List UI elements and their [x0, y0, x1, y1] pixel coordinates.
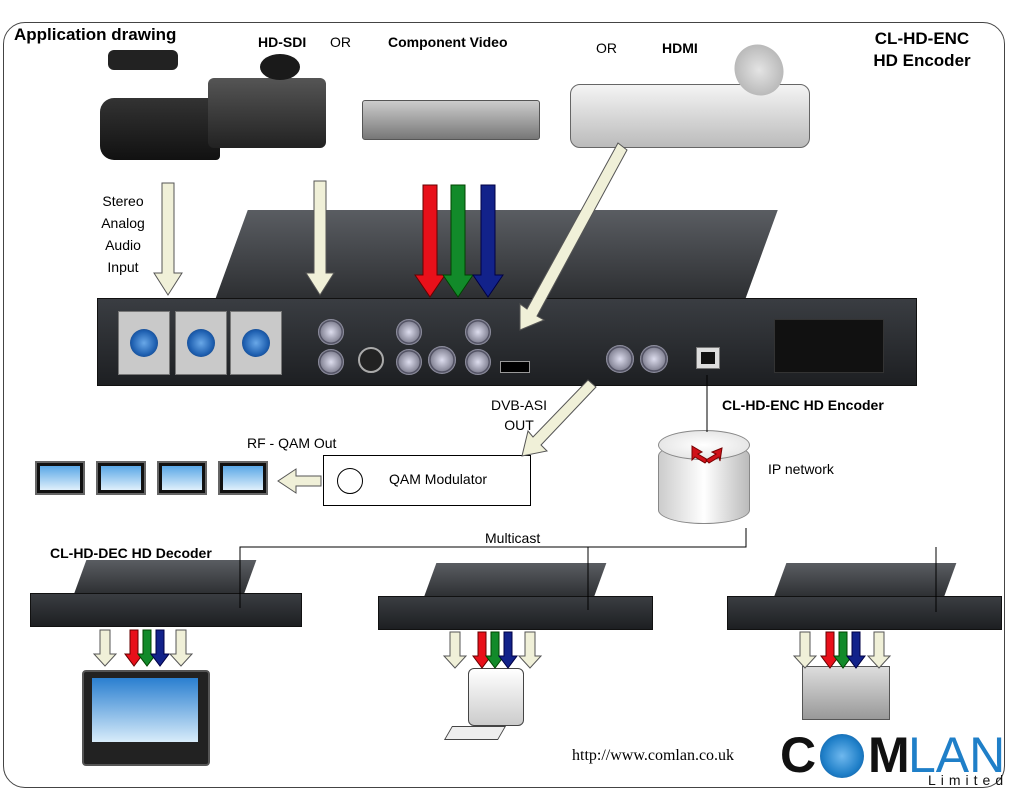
decoder-rear-panel: [378, 596, 653, 630]
label-component-video: Component Video: [388, 34, 508, 50]
modulator-circle-icon: [337, 468, 363, 494]
tv-icon: [218, 461, 268, 495]
r-audio-port: [465, 319, 491, 345]
dvb-asi-line: DVB-ASI: [490, 397, 547, 413]
tv-icon: [157, 461, 207, 495]
audio-label-line: Analog: [101, 215, 145, 231]
diagram-frame: [3, 22, 1005, 788]
audio-label-line: Stereo: [102, 193, 144, 209]
product-title: CL-HD-ENC HD Encoder: [862, 28, 982, 72]
svideo-port: [358, 347, 384, 373]
decoder-output-arrows-1: [92, 629, 194, 667]
pr-port: [396, 319, 422, 345]
logo-globe-icon: [820, 734, 864, 778]
decoder-output-arrows-2: [442, 631, 543, 669]
website-url[interactable]: http://www.comlan.co.uk: [572, 747, 735, 764]
dvb-asi-label: DVB-ASI OUT: [484, 395, 554, 435]
qam-modulator-box: QAM Modulator: [323, 455, 531, 506]
multicast-line-left: [239, 528, 747, 608]
ip-router-icon: [655, 430, 755, 530]
encoder-rear-panel: [97, 298, 917, 386]
comlan-logo: C M LAN Limited: [780, 722, 1006, 790]
product-name: HD Encoder: [873, 51, 971, 70]
audio-input-label: Stereo Analog Audio Input: [88, 190, 158, 278]
hdmi-set-top-box: [570, 84, 810, 148]
hdmi-port: [500, 361, 530, 373]
logo-limited: Limited: [928, 772, 1009, 788]
camera-image: [100, 48, 328, 160]
y-port: [428, 346, 456, 374]
audio-arrow: [153, 182, 183, 296]
asi-out-2-port: [640, 345, 668, 373]
component-green-arrow: [442, 184, 474, 298]
label-hdsdi: HD-SDI: [258, 34, 307, 50]
multicast-label: Multicast: [485, 530, 541, 546]
product-code: CL-HD-ENC: [874, 29, 970, 48]
audio-label-line: Audio: [105, 237, 141, 253]
decoder-rear-panel: [30, 593, 302, 627]
label-or-2: OR: [596, 40, 617, 56]
decoder-rear-panel: [727, 596, 1002, 630]
power-inlet: [774, 319, 884, 373]
component-blue-arrow: [472, 184, 504, 298]
dvb-asi-line: OUT: [504, 417, 534, 433]
component-red-arrow: [414, 184, 446, 298]
television-output: [82, 670, 210, 766]
component-video-device: [362, 100, 540, 140]
label-hdmi: HDMI: [662, 40, 698, 56]
decoder-output-arrows-3: [792, 631, 892, 669]
asi-arrow: [521, 379, 597, 457]
tv-icon: [35, 461, 85, 495]
logo-c: C: [780, 727, 817, 783]
hdsdi-port: [318, 349, 344, 375]
diagram-title: Application drawing: [14, 25, 177, 44]
xlr-audio-port: [175, 311, 227, 375]
encoder-label: CL-HD-ENC HD Encoder: [722, 397, 884, 413]
label-or-1: OR: [330, 34, 351, 50]
ethernet-port: [696, 347, 720, 369]
logo-m: M: [868, 727, 910, 783]
decoder-label: CL-HD-DEC HD Decoder: [50, 545, 212, 561]
qam-modulator-label: QAM Modulator: [389, 471, 488, 487]
tv-icon: [96, 461, 146, 495]
ip-network-label: IP network: [768, 461, 834, 477]
xlr-audio-port: [118, 311, 170, 375]
l-audio-port: [465, 349, 491, 375]
cvbs-port: [318, 319, 344, 345]
hdmi-arrow: [519, 142, 628, 331]
xlr-audio-port: [230, 311, 282, 375]
pb-port: [396, 349, 422, 375]
audio-label-line: Input: [107, 259, 139, 275]
asi-out-1-port: [606, 345, 634, 373]
router-arrows-icon: [691, 445, 723, 464]
logo-lan: LAN: [908, 727, 1006, 783]
rf-arrow: [277, 468, 322, 494]
hdsdi-arrow: [305, 180, 335, 296]
computer-output: [443, 668, 524, 748]
vtr-output: [802, 666, 890, 720]
rf-qam-label: RF - QAM Out: [247, 435, 337, 451]
